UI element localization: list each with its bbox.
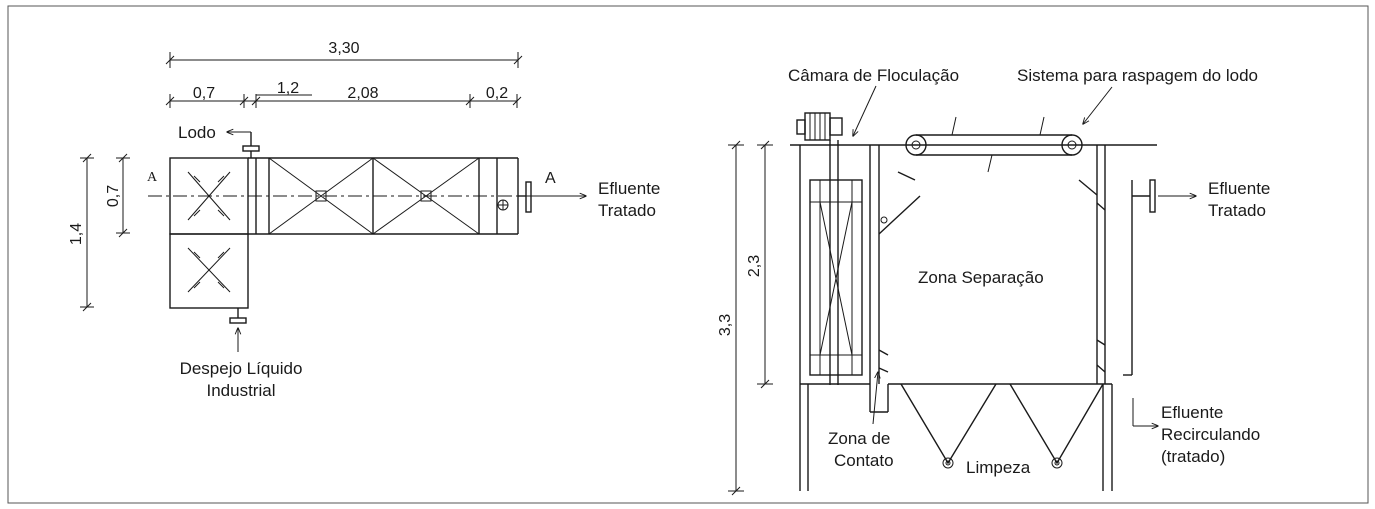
leader-contato	[872, 372, 878, 425]
label-sistema-raspagem: Sistema para raspagem do lodo	[1017, 66, 1258, 85]
dim-07-label: 0,7	[193, 85, 215, 102]
dim-total: 3,30	[165, 40, 523, 68]
label-efluente: Efluente	[1208, 179, 1270, 198]
dim-v14-label: 1,4	[68, 223, 85, 245]
dim-v33-label: 3,3	[717, 314, 734, 336]
dim-total-label: 3,30	[328, 40, 359, 57]
inlet-pipe	[229, 308, 247, 352]
label-zona-separacao: Zona Separação	[918, 268, 1044, 287]
dim-02-label: 0,2	[486, 85, 508, 102]
plan-view: 3,30 0,7 1,2 2,08 0,2	[68, 40, 660, 400]
hoppers	[900, 383, 1104, 469]
section-view: 3,3 2,3	[717, 66, 1270, 496]
dim-v33: 3,3	[717, 140, 744, 496]
label-contato: Contato	[834, 451, 894, 470]
tank-body	[799, 145, 1133, 491]
dim-row-2: 0,7 1,2 2,08 0,2	[165, 80, 522, 108]
label-limpeza: Limpeza	[966, 458, 1031, 477]
section-marker-left: A	[147, 170, 158, 185]
motor-icon	[796, 112, 843, 141]
leader-camara	[853, 85, 877, 136]
label-efluente: Efluente	[598, 179, 660, 198]
dim-v23-label: 2,3	[746, 255, 763, 277]
dim-v07: 0,7	[105, 153, 130, 238]
label-zona-de: Zona de	[828, 429, 890, 448]
label-tratado: Tratado	[1208, 201, 1266, 220]
leader-sistema	[1083, 86, 1113, 124]
scraper-system	[905, 116, 1083, 173]
label-industrial: Industrial	[207, 381, 276, 400]
label-lodo: Lodo	[178, 123, 216, 142]
dim-v14: 1,4	[68, 153, 94, 312]
section-marker-right: A	[545, 170, 556, 187]
label-tratado-parens: (tratado)	[1161, 447, 1225, 466]
label-tratado: Tratado	[598, 201, 656, 220]
mixer-icon	[187, 247, 231, 293]
dim-v07-label: 0,7	[105, 185, 122, 207]
label-recirculando: Recirculando	[1161, 425, 1260, 444]
label-efluente-recirc: Efluente	[1161, 403, 1223, 422]
label-despejo-liquido: Despejo Líquido	[180, 359, 303, 378]
valve-icon	[1132, 179, 1156, 213]
valve-icon	[497, 181, 532, 213]
sludge-pipe	[227, 132, 260, 158]
dim-208-label: 2,08	[347, 85, 378, 102]
dim-v23: 2,3	[746, 140, 773, 389]
baffles	[878, 171, 1106, 373]
outer-border	[7, 5, 1369, 504]
flocculation-chamber	[809, 140, 863, 385]
label-camara-floculacao: Câmara de Floculação	[788, 66, 959, 85]
dim-12-label: 1,2	[277, 80, 299, 97]
